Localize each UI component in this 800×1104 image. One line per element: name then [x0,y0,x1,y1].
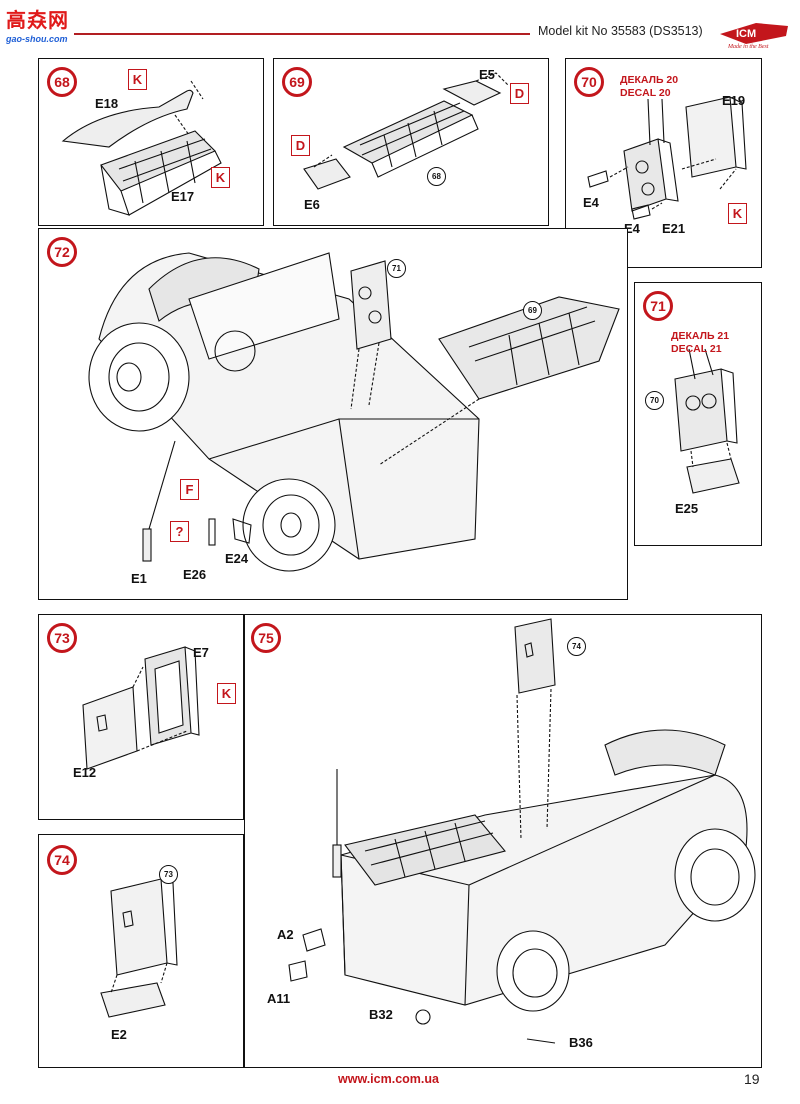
part-e21: E21 [662,221,686,236]
step-71-panel: 71 ДЕКАЛЬ 21 DECAL 21 70 E25 [634,282,762,546]
vehicle-step-72-illustration [88,252,620,572]
part-b32: B32 [369,1007,393,1022]
ref-step-74: 74 [567,637,586,656]
vehicle-rear-step-75-illustration [288,618,756,1044]
part-e7: E7 [193,645,209,660]
watermark-subtitle: gao-shou.com [6,34,68,44]
decal-20-en: DECAL 20 [620,87,671,99]
ref-step-68: 68 [427,167,446,186]
icm-logo-icon: ICM Made in the Best [720,23,788,50]
step-70-panel: 70 ДЕКАЛЬ 20 DECAL 20 E19 E4 K E4 E21 [565,58,762,268]
part-e26: E26 [183,567,207,582]
page-number: 19 [744,1071,760,1087]
part-e18: E18 [95,96,119,111]
part-e6: E6 [304,197,320,212]
part-e24: E24 [225,551,249,566]
decal-21-en: DECAL 21 [671,343,722,355]
ref-step-71: 71 [387,259,406,278]
step-73-panel: 73 E7 K E12 [38,614,244,820]
step-74-panel: 74 73 E2 [38,834,244,1068]
step-74-number: 74 [47,845,77,875]
part-e1: E1 [131,571,147,586]
part-e4: E4 [583,195,599,210]
step-72-panel: 72 71 69 F ? E24 E26 E1 [38,228,628,600]
decal-20-label: ДЕКАЛЬ 20 DECAL 20 [620,74,678,100]
wireless-box-step-70-illustration [587,96,747,220]
footer-url[interactable]: www.icm.com.ua [338,1072,439,1086]
box-lid-step-73-illustration [82,646,200,770]
step-75-panel: 75 74 A2 A11 B32 B36 [244,614,762,1068]
box-base-step-74-illustration [100,878,178,1018]
part-e2: E2 [111,1027,127,1042]
paint-code-k: K [217,683,236,704]
icm-logo: ICM Made in the Best [716,20,790,50]
part-e19: E19 [722,93,746,108]
watermark-logo: 高𡘙网 gao-shou.com [6,4,76,44]
part-e5: E5 [479,67,495,82]
step-70-number: 70 [574,67,604,97]
paint-code-d: D [291,135,310,156]
part-e17: E17 [171,189,195,204]
fender-step-68-illustration [61,80,222,216]
step-69-panel: 69 E5 D D 68 E6 [273,58,549,226]
wireless-box-step-71-illustration [674,348,740,494]
step-71-number: 71 [643,291,673,321]
step-73-number: 73 [47,623,77,653]
paint-code-f: F [180,479,199,500]
decal-21-ru: ДЕКАЛЬ 21 [671,330,730,342]
decal-21-label: ДЕКАЛЬ 21 DECAL 21 [671,330,729,356]
paint-code-d: D [510,83,529,104]
kit-title: Model kit No 35583 (DS3513) [538,24,703,38]
fender-step-69-illustration [303,72,509,190]
brand-name: ICM [736,28,756,40]
paint-code-k: K [211,167,230,188]
step-72-number: 72 [47,237,77,267]
step-69-number: 69 [282,67,312,97]
watermark-title: 高𡘙网 [6,8,69,32]
paint-code-k: K [128,69,147,90]
part-a2: A2 [277,927,294,942]
ref-step-73: 73 [159,865,178,884]
paint-code-k: K [728,203,747,224]
step-68-number: 68 [47,67,77,97]
paint-code-question: ? [170,521,189,542]
part-e25: E25 [675,501,699,516]
step-75-number: 75 [251,623,281,653]
ref-step-70: 70 [645,391,664,410]
step-68-panel: 68 K E18 K E17 [38,58,264,226]
part-b36: B36 [569,1035,593,1050]
part-e12: E12 [73,765,97,780]
header-rule [74,33,530,35]
ref-step-69: 69 [523,301,542,320]
decal-20-ru: ДЕКАЛЬ 20 [620,74,679,86]
part-a11: A11 [267,991,291,1006]
brand-tagline: Made in the Best [727,44,769,50]
